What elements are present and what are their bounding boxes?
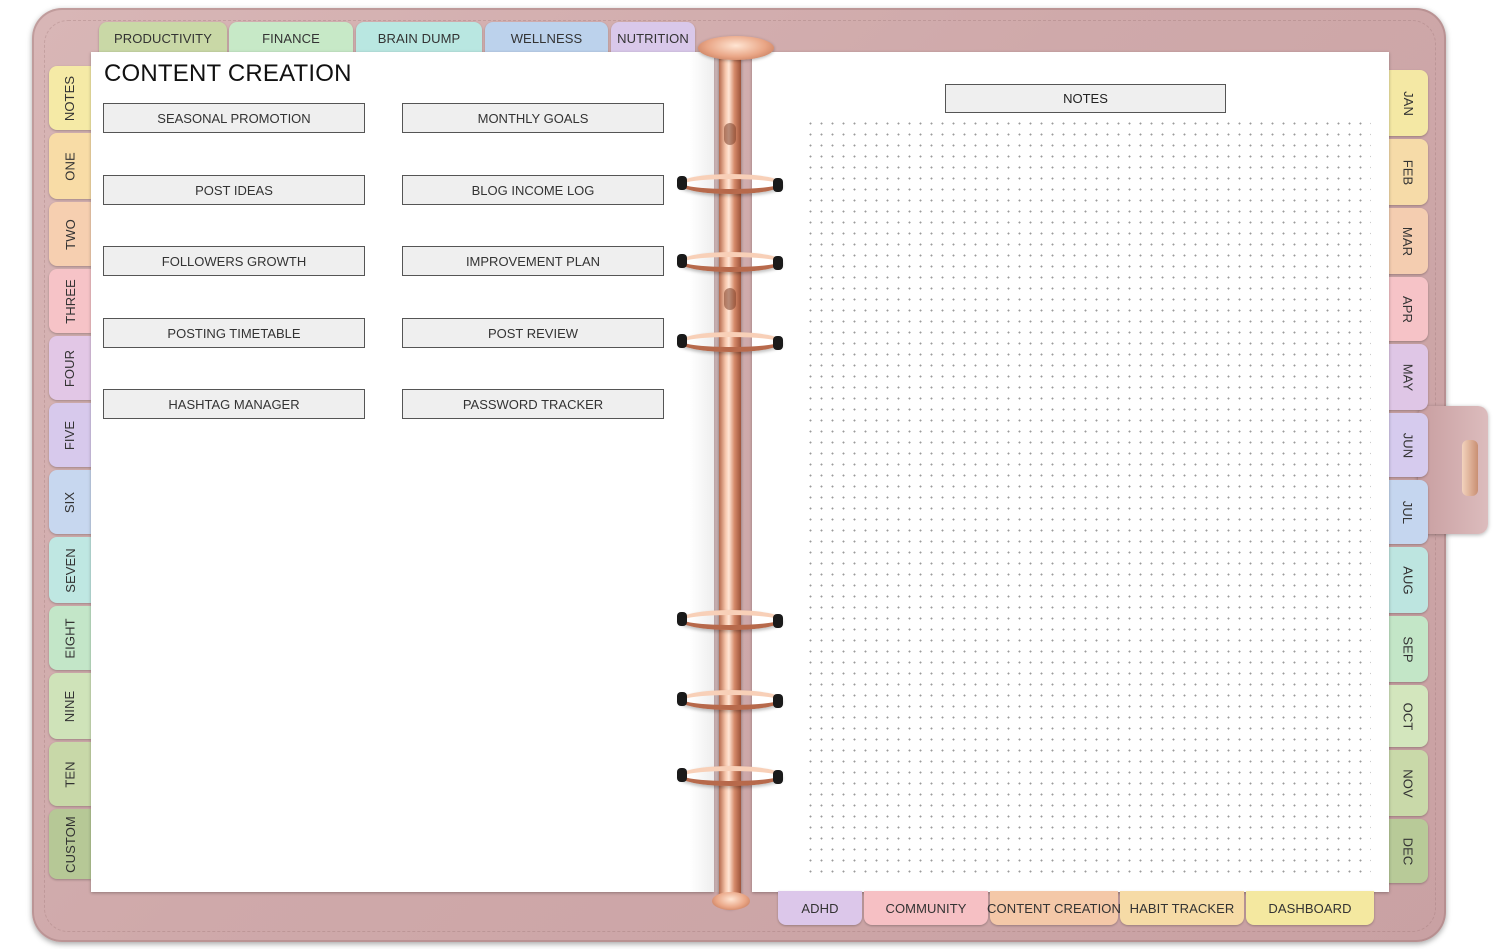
tab-label: APR (1400, 295, 1416, 323)
binder-ring (679, 610, 783, 630)
strap-snap-icon (1462, 440, 1478, 496)
blog-income-log-button[interactable]: BLOG INCOME LOG (402, 175, 664, 205)
tab-label: FEB (1400, 159, 1416, 185)
ring-end (677, 176, 687, 190)
tab-label: SEVEN (62, 547, 78, 593)
tab-notes[interactable]: NOTES (49, 66, 91, 130)
tab-label: TEN (62, 760, 78, 788)
ring-end (773, 336, 783, 350)
tab-apr[interactable]: APR (1388, 277, 1428, 341)
tab-two[interactable]: TWO (49, 202, 91, 266)
tab-aug[interactable]: AUG (1388, 547, 1428, 613)
binder-ring (679, 766, 783, 786)
tab-label: CUSTOM (62, 815, 78, 873)
tab-ten[interactable]: TEN (49, 742, 91, 806)
tab-label: SIX (62, 491, 78, 513)
tab-oct[interactable]: OCT (1388, 685, 1428, 747)
page-title: CONTENT CREATION (104, 60, 352, 87)
post-review-button[interactable]: POST REVIEW (402, 318, 664, 348)
tab-label: JAN (1400, 90, 1416, 116)
ring-end (677, 334, 687, 348)
spine-hole (724, 123, 736, 145)
tab-label: OCT (1400, 702, 1416, 730)
spine-hole (724, 288, 736, 310)
tab-label: FIVE (62, 420, 78, 450)
ring-end (773, 694, 783, 708)
tab-content-creation[interactable]: CONTENT CREATION (987, 891, 1121, 925)
binder-cap-bottom (712, 892, 750, 910)
tab-dashboard[interactable]: DASHBOARD (1246, 891, 1374, 925)
tab-wellness[interactable]: WELLNESS (485, 22, 608, 56)
notes-header: NOTES (945, 84, 1226, 113)
ring-end (773, 614, 783, 628)
improvement-plan-button[interactable]: IMPROVEMENT PLAN (402, 246, 664, 276)
tab-brain-dump[interactable]: BRAIN DUMP (356, 22, 482, 56)
tab-six[interactable]: SIX (49, 470, 91, 534)
ring-end (677, 612, 687, 626)
tab-label: MAY (1400, 363, 1416, 391)
tab-dec[interactable]: DEC (1388, 819, 1428, 883)
dot-grid-notes-area[interactable] (805, 118, 1371, 880)
tab-label: DEC (1400, 837, 1416, 865)
tab-adhd[interactable]: ADHD (778, 891, 862, 925)
tab-nutrition[interactable]: NUTRITION (611, 22, 695, 56)
tab-label: AUG (1400, 565, 1416, 595)
tab-community[interactable]: COMMUNITY (864, 891, 988, 925)
tab-nov[interactable]: NOV (1388, 750, 1428, 816)
tab-label: NOTES (62, 75, 78, 121)
tab-sep[interactable]: SEP (1388, 616, 1428, 682)
binder-ring (679, 174, 783, 194)
hashtag-manager-button[interactable]: HASHTAG MANAGER (103, 389, 365, 419)
posting-timetable-button[interactable]: POSTING TIMETABLE (103, 318, 365, 348)
tab-mar[interactable]: MAR (1388, 208, 1428, 274)
tab-may[interactable]: MAY (1388, 344, 1428, 410)
seasonal-promotion-button[interactable]: SEASONAL PROMOTION (103, 103, 365, 133)
tab-four[interactable]: FOUR (49, 336, 91, 400)
tab-label: EIGHT (62, 617, 78, 659)
ring-end (773, 770, 783, 784)
tab-three[interactable]: THREE (49, 269, 91, 333)
tab-eight[interactable]: EIGHT (49, 606, 91, 670)
tab-productivity[interactable]: PRODUCTIVITY (99, 22, 227, 56)
tab-label: NOV (1400, 768, 1416, 798)
tab-custom[interactable]: CUSTOM (49, 809, 91, 879)
ring-end (677, 692, 687, 706)
tab-label: ONE (62, 151, 78, 181)
tab-five[interactable]: FIVE (49, 403, 91, 467)
tab-jan[interactable]: JAN (1388, 70, 1428, 136)
ring-end (773, 178, 783, 192)
tab-jul[interactable]: JUL (1388, 480, 1428, 544)
binder-ring (679, 252, 783, 272)
post-ideas-button[interactable]: POST IDEAS (103, 175, 365, 205)
tab-seven[interactable]: SEVEN (49, 537, 91, 603)
ring-end (677, 768, 687, 782)
tab-feb[interactable]: FEB (1388, 139, 1428, 205)
tab-finance[interactable]: FINANCE (229, 22, 353, 56)
tab-label: NINE (62, 690, 78, 722)
ring-end (677, 254, 687, 268)
tab-label: JUN (1400, 432, 1416, 458)
tab-nine[interactable]: NINE (49, 673, 91, 739)
tab-label: THREE (62, 278, 78, 324)
tab-jun[interactable]: JUN (1388, 413, 1428, 477)
password-tracker-button[interactable]: PASSWORD TRACKER (402, 389, 664, 419)
binder-ring (679, 332, 783, 352)
tab-habit-tracker[interactable]: HABIT TRACKER (1120, 891, 1244, 925)
followers-growth-button[interactable]: FOLLOWERS GROWTH (103, 246, 365, 276)
tab-label: FOUR (62, 349, 78, 387)
tab-label: MAR (1400, 226, 1416, 256)
binder-cap-top (698, 36, 774, 60)
monthly-goals-button[interactable]: MONTHLY GOALS (402, 103, 664, 133)
tab-label: SEP (1400, 635, 1416, 663)
tab-one[interactable]: ONE (49, 133, 91, 199)
tab-label: TWO (62, 218, 78, 250)
binder-ring (679, 690, 783, 710)
ring-end (773, 256, 783, 270)
tab-label: JUL (1400, 500, 1416, 524)
